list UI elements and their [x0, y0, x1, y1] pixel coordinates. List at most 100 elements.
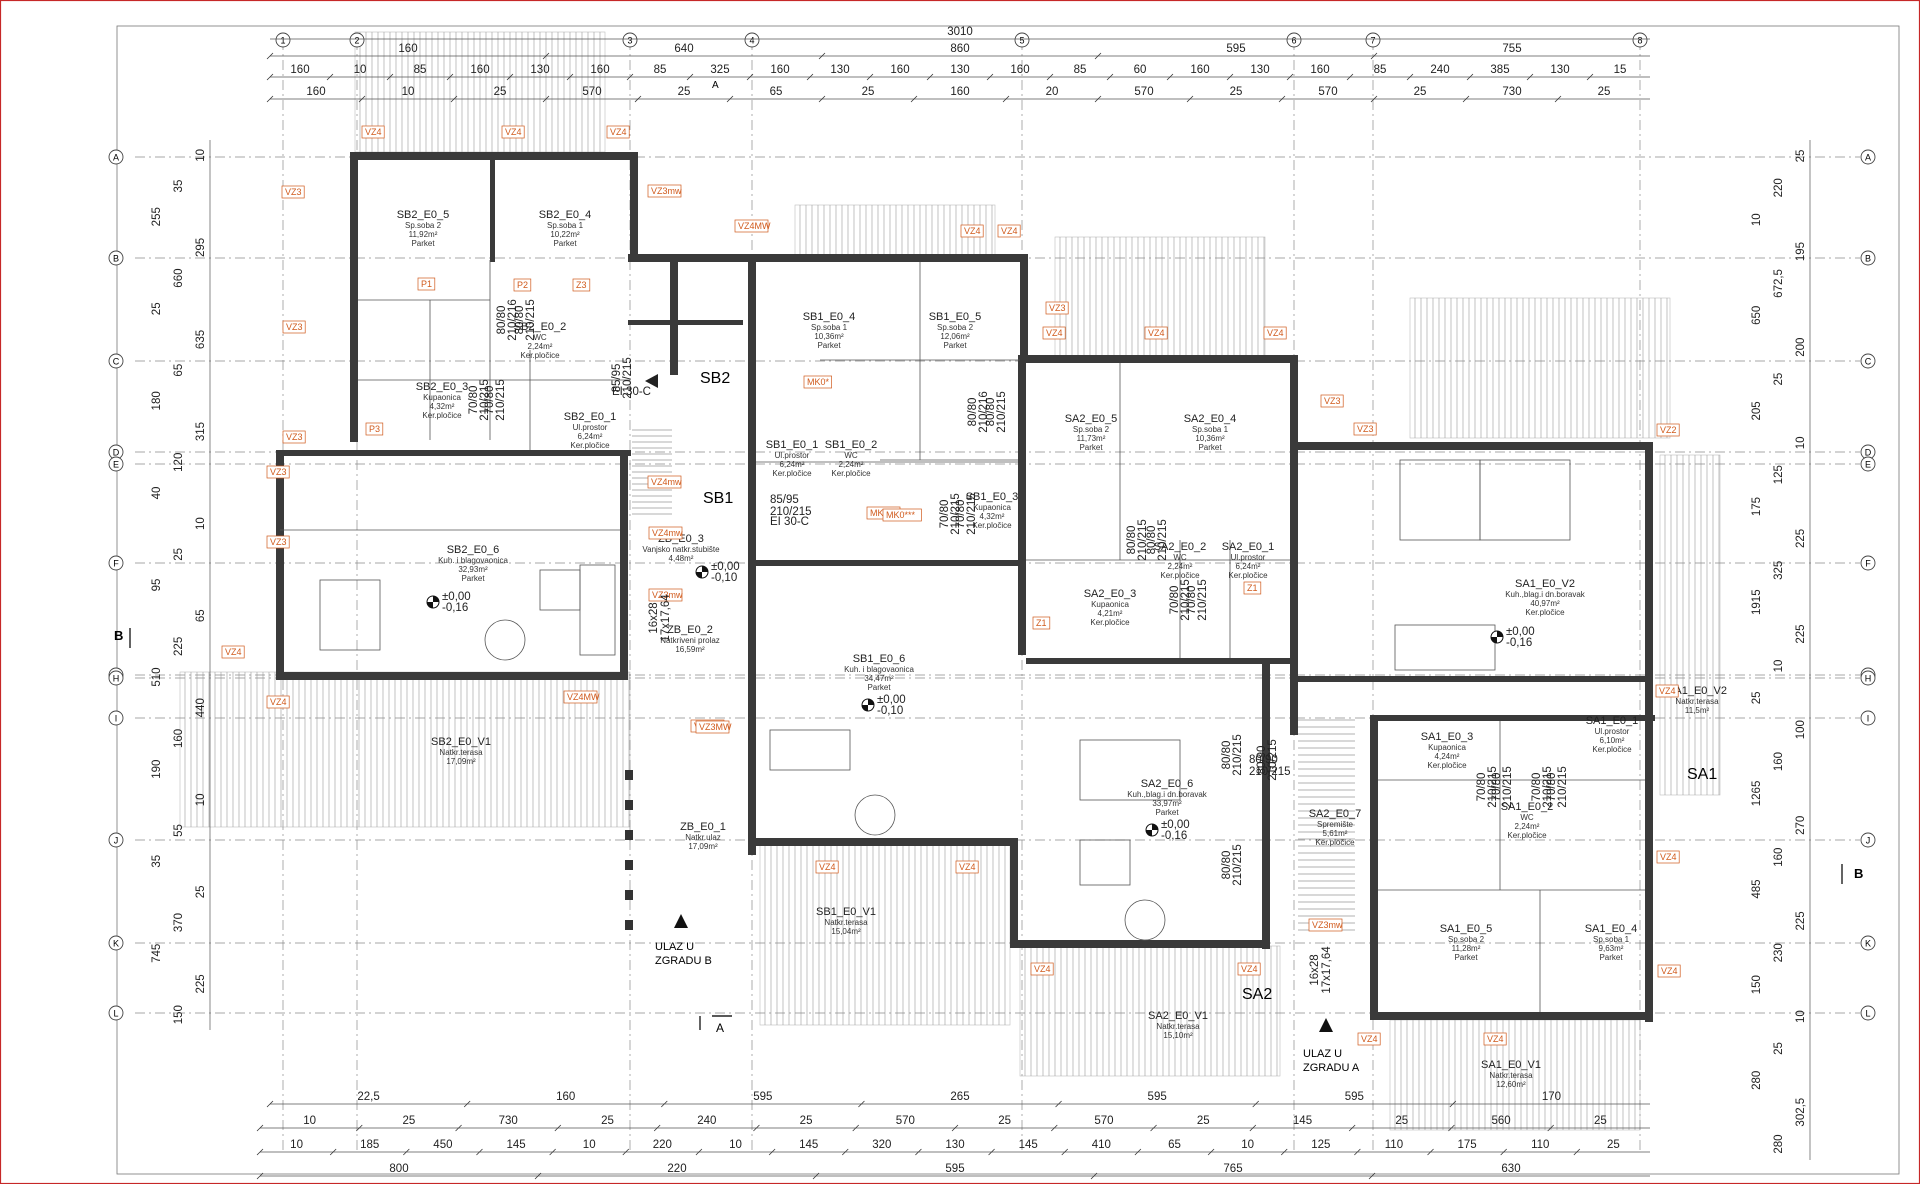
dimension-value: 755	[1502, 43, 1521, 55]
dimension-value: 10	[729, 1139, 742, 1151]
grid-row-label: J	[1866, 836, 1871, 846]
window-tag: VZ4MW	[734, 219, 771, 233]
dimension-value: 25	[800, 1115, 813, 1127]
window-tag: VZ4	[221, 645, 245, 659]
room-type: Kupaonica	[423, 393, 461, 402]
dimension-value: 145	[1019, 1139, 1038, 1151]
room-type: WC	[844, 451, 858, 460]
window-tag: VZ4	[1656, 850, 1680, 864]
dimension-value: 160	[398, 43, 417, 55]
grid-col-bubble	[1632, 32, 1648, 48]
room-id: SA2_E0_1	[1222, 541, 1275, 553]
window-tag: VZ3	[282, 430, 306, 444]
grid-row-label: L	[113, 1009, 118, 1019]
grid-col-label: 1	[280, 36, 285, 46]
window-tag-text: Z3	[576, 280, 587, 290]
dimension-value: 40	[151, 487, 163, 500]
door-size: 80/90	[1256, 746, 1268, 775]
dimension-value: 65	[770, 86, 783, 98]
room-type: WC	[533, 333, 547, 342]
dimension-value: 195	[1795, 242, 1807, 261]
window-tag: VZ3	[282, 320, 306, 334]
room-id: SA1_E0_V2	[1667, 685, 1727, 697]
dimension-value: 440	[195, 698, 207, 717]
door-size: 70/80	[484, 386, 496, 415]
grid-row-bubble	[108, 250, 124, 266]
window-tag-text: VZ3	[1324, 396, 1341, 406]
dimension-value: 130	[950, 64, 969, 76]
dimension-value: 560	[1491, 1115, 1510, 1127]
dimension-value: 65	[195, 609, 207, 622]
room-id: SB2_E0_5	[397, 209, 450, 221]
window-tag: P1	[417, 277, 436, 291]
dimension-value: 130	[1250, 64, 1269, 76]
grid-row-bubble	[1860, 250, 1876, 266]
dimension-value: 100	[1795, 720, 1807, 739]
dimension-value: 325	[1773, 561, 1785, 580]
unit-label-sa1: SA1	[1687, 766, 1717, 783]
dimension-value: 225	[1795, 911, 1807, 930]
door-size: 210/215	[495, 379, 507, 421]
door-size: 80/90	[1249, 754, 1278, 766]
room-floor: Parket	[1155, 808, 1179, 817]
room-type: Vanjsko natkr.stubište	[642, 545, 720, 554]
grid-row-label: A	[1865, 153, 1871, 163]
grid-row-bubble	[108, 710, 124, 726]
overall-dimension: 3010	[947, 26, 973, 38]
dimension-value: 160	[1310, 64, 1329, 76]
door-size: 70/80	[1546, 773, 1558, 802]
dimension-value: 125	[1773, 465, 1785, 484]
dimension-value: 25	[173, 548, 185, 561]
room-type: Sp.soba 1	[1593, 935, 1630, 944]
room-id: SB1_E0_2	[825, 439, 878, 451]
section-a-bottom: A	[716, 1021, 724, 1035]
dimension-value: 302,5	[1795, 1098, 1807, 1127]
room-floor: Ker.pločice	[570, 441, 610, 450]
window-tag: VZ4	[1144, 326, 1168, 340]
grid-row-bubble	[108, 832, 124, 848]
terrace-sb1-v1	[759, 839, 1011, 1026]
dimension-value: 25	[151, 302, 163, 315]
room-area: 10,22m²	[550, 230, 580, 239]
room-area: 15,10m²	[1163, 1031, 1193, 1040]
room-area: 6,24m²	[1236, 562, 1261, 571]
window-tag-text: VZ4	[819, 862, 836, 872]
level-marker: ±0,00-0,10	[695, 561, 740, 584]
terrace-top-sb2	[354, 31, 606, 153]
room-area: 11,92m²	[409, 230, 438, 239]
room-type: WC	[1520, 813, 1534, 822]
dimension-value: 205	[1751, 401, 1763, 420]
room-area: 4,32m²	[430, 402, 455, 411]
dimension-value: 765	[1223, 1163, 1242, 1175]
room-floor: Ker.pločice	[1525, 608, 1565, 617]
window-tag: VZ4	[815, 860, 839, 874]
room-id: SA1_E0_3	[1421, 731, 1474, 743]
dimension-value: 25	[862, 86, 875, 98]
room-floor: Ker.pločice	[1427, 761, 1467, 770]
dimension-value: 570	[1094, 1115, 1113, 1127]
grid-col-label: 7	[1370, 36, 1375, 46]
door-size: 70/80	[1186, 586, 1198, 615]
room-area: 16,59m²	[675, 645, 705, 654]
grid-row-bubble	[1860, 149, 1876, 165]
dimension-value: 25	[998, 1115, 1011, 1127]
dimension-value: 220	[653, 1139, 672, 1151]
grid-row-label: D	[1865, 448, 1872, 458]
window-tag: P2	[513, 278, 532, 292]
grid-row-bubble	[108, 935, 124, 951]
dimension-value: 570	[896, 1115, 915, 1127]
room-type: Natkr.terasa	[439, 748, 483, 757]
room-type: Sp.soba 1	[1192, 425, 1229, 434]
dimension-value: 230	[1773, 943, 1785, 962]
room-labels: SB2_E0_5Sp.soba 211,92m²ParketSB2_E0_4Sp…	[397, 209, 1727, 1089]
grid-row-label: C	[1865, 357, 1872, 367]
